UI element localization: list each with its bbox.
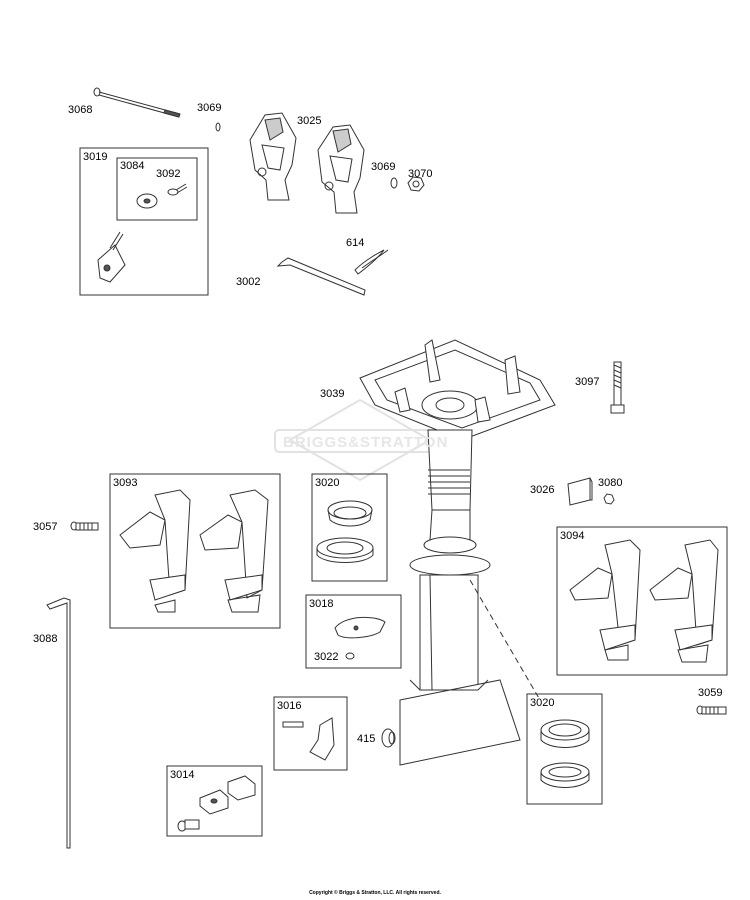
box-3014 bbox=[166, 765, 263, 837]
box-3094 bbox=[556, 526, 728, 676]
label-3026: 3026 bbox=[530, 484, 555, 496]
label-3093: 3093 bbox=[113, 477, 138, 489]
label-614: 614 bbox=[346, 237, 365, 249]
box-3020b bbox=[526, 693, 603, 805]
label-3020b: 3020 bbox=[530, 697, 555, 709]
copyright-notice: Copyright © Briggs & Stratton, LLC. All … bbox=[309, 890, 441, 896]
bolt-3097 bbox=[610, 361, 625, 414]
label-3039: 3039 bbox=[320, 388, 345, 400]
box-3084 bbox=[116, 157, 198, 221]
block-3014 bbox=[177, 775, 256, 832]
pad-3026 bbox=[567, 477, 593, 506]
label-3018: 3018 bbox=[309, 598, 334, 610]
label-3014: 3014 bbox=[170, 769, 195, 781]
grommet-415 bbox=[381, 728, 396, 748]
screw-3022 bbox=[345, 652, 355, 660]
label-3070: 3070 bbox=[408, 168, 433, 180]
label-3069a: 3069 bbox=[197, 102, 222, 114]
clamp-assembly-3094 bbox=[569, 539, 719, 663]
bolt-3057 bbox=[70, 521, 99, 531]
label-3019: 3019 bbox=[83, 151, 108, 163]
clamp-assembly-3093 bbox=[119, 489, 269, 613]
nut-3080 bbox=[603, 493, 615, 505]
label-3022: 3022 bbox=[314, 651, 339, 663]
box-3016 bbox=[273, 696, 348, 771]
label-3080: 3080 bbox=[598, 477, 623, 489]
label-3059: 3059 bbox=[698, 687, 723, 699]
cotter-pin-614 bbox=[354, 249, 389, 275]
label-3016: 3016 bbox=[277, 700, 302, 712]
label-3057: 3057 bbox=[33, 521, 58, 533]
washer-3069a bbox=[215, 122, 221, 132]
screw-3092 bbox=[167, 183, 188, 196]
label-3092: 3092 bbox=[156, 168, 181, 180]
box-3019 bbox=[79, 147, 209, 296]
rod-3002 bbox=[276, 257, 366, 296]
knob-3084 bbox=[136, 193, 158, 209]
label-3088: 3088 bbox=[33, 633, 58, 645]
label-3084: 3084 bbox=[120, 160, 145, 172]
label-3094: 3094 bbox=[560, 530, 585, 542]
rod-3088 bbox=[46, 597, 71, 849]
box-3093 bbox=[109, 473, 281, 629]
label-3068: 3068 bbox=[68, 104, 93, 116]
washer-3069b bbox=[390, 177, 398, 189]
lever-3016 bbox=[282, 717, 335, 761]
bearing-3020a bbox=[316, 500, 374, 563]
housing-3039 bbox=[359, 339, 556, 766]
label-3097: 3097 bbox=[575, 376, 600, 388]
clamp-bracket-3025 bbox=[249, 112, 365, 214]
label-3069b: 3069 bbox=[371, 161, 396, 173]
label-3020a: 3020 bbox=[315, 477, 340, 489]
clamp-handle-3019 bbox=[97, 231, 126, 283]
watermark-text: BRIGGS&STRATTON bbox=[283, 434, 449, 451]
label-3025: 3025 bbox=[297, 115, 322, 127]
box-3018 bbox=[305, 594, 402, 669]
label-415: 415 bbox=[357, 733, 376, 745]
bolt-3059 bbox=[696, 705, 727, 715]
bolt-3068 bbox=[93, 87, 181, 118]
label-3002: 3002 bbox=[236, 276, 261, 288]
bearing-3020b bbox=[540, 719, 590, 788]
clip-3018 bbox=[334, 616, 386, 639]
box-3020a bbox=[311, 473, 388, 582]
nut-3070 bbox=[407, 176, 425, 192]
